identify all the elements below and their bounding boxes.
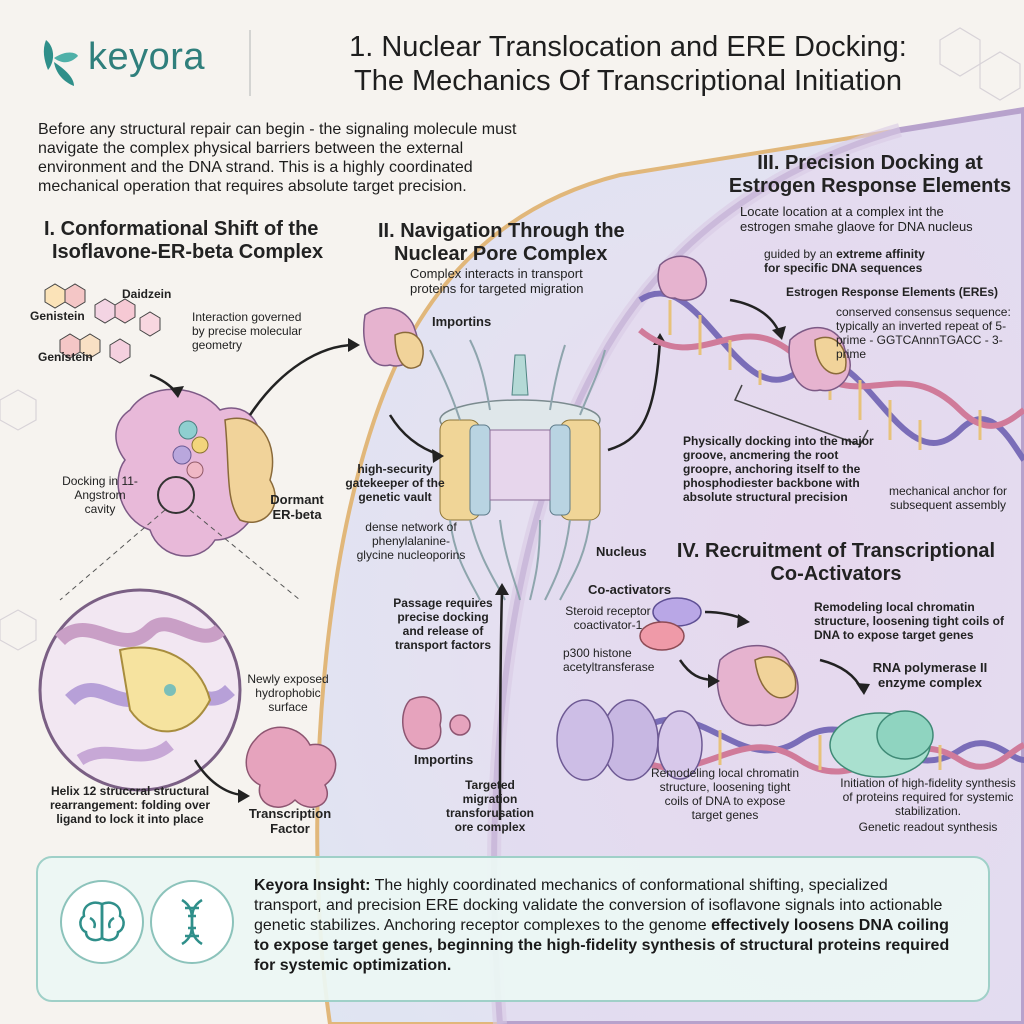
page-title: 1. Nuclear Translocation and ERE Docking… bbox=[268, 30, 988, 98]
nucleus-label: Nucleus bbox=[596, 544, 647, 559]
importins-top-label: Importins bbox=[432, 314, 492, 329]
section-2-title: II. Navigation Through the Nuclear Pore … bbox=[378, 220, 625, 265]
transcription-factor-label: Transcription Factor bbox=[248, 806, 332, 836]
initiation-note: Initiation of high-fidelity synthesis of… bbox=[840, 776, 1016, 818]
genetic-readout-label: Genetic readout synthesis bbox=[858, 820, 998, 834]
coactivators-label: Co-activators bbox=[588, 582, 672, 597]
coactivator-shapes bbox=[639, 597, 799, 727]
nuclear-pore-complex bbox=[429, 339, 606, 601]
importins-bottom-label: Importins bbox=[414, 752, 474, 767]
passage-note: Passage requires precise docking and rel… bbox=[393, 596, 493, 652]
er-beta-protein bbox=[115, 388, 276, 557]
helix-zoom bbox=[38, 588, 242, 792]
genistein-label-b: Genistein bbox=[38, 350, 93, 364]
p300-label: p300 histone acetyltransferase bbox=[563, 646, 655, 674]
section-4-title: IV. Recruitment of Transcriptional Co-Ac… bbox=[676, 540, 996, 585]
section-1-title: I. Conformational Shift of the Isoflavon… bbox=[44, 218, 324, 263]
insight-text: Keyora Insight: The highly coordinated m… bbox=[254, 877, 950, 974]
title-line-2: The Mechanics Of Transcriptional Initiat… bbox=[353, 65, 903, 97]
section-3-title: III. Precision Docking at Estrogen Respo… bbox=[728, 152, 1012, 197]
hydrophobic-note: Newly exposed hydrophobic surface bbox=[247, 672, 329, 714]
affinity-note: guided by an extreme affinity for specif… bbox=[764, 247, 925, 275]
rna-polymerase-label: RNA polymerase II enzyme complex bbox=[872, 660, 988, 690]
brand-logo: keyora bbox=[88, 36, 206, 78]
ere-bound-complex bbox=[788, 326, 851, 392]
isoflavone-molecules bbox=[44, 283, 161, 364]
fg-network-note: dense network of phenylalanine-glycine n… bbox=[356, 520, 466, 562]
physical-docking-note: Physically docking into the major groove… bbox=[683, 434, 874, 504]
ere-label: Estrogen Response Elements (EREs) bbox=[786, 285, 999, 299]
dormant-er-beta-label: Dormant ER-beta bbox=[270, 492, 324, 522]
docking-note: Docking in 11-Angstrom cavity bbox=[62, 474, 138, 516]
section-2-subtitle: Complex interacts in transport proteins … bbox=[410, 266, 584, 296]
rna-polymerase-shape bbox=[829, 710, 934, 778]
remodel-note-bottom: Remodeling local chromatin structure, lo… bbox=[650, 766, 800, 822]
src1-label: Steroid receptor coactivator-1 bbox=[565, 604, 651, 632]
daidzein-label: Daidzein bbox=[122, 287, 172, 301]
mechanical-anchor-note: mechanical anchor for subsequent assembl… bbox=[888, 484, 1008, 512]
consensus-sequence-note: conserved consensus sequence: typically … bbox=[836, 305, 1011, 361]
genistein-label-a: Genistein bbox=[30, 309, 85, 323]
helix-12-note: Helix 12 struccral structural rearrangem… bbox=[49, 784, 211, 826]
remodel-note-top: Remodeling local chromatin structure, lo… bbox=[814, 600, 1005, 642]
logo-mark bbox=[43, 40, 78, 86]
section-3-subtitle: Locate location at a complex int the est… bbox=[740, 204, 973, 234]
transcription-factor-shape bbox=[245, 726, 337, 808]
interaction-note: Interaction governed by precise molecula… bbox=[192, 310, 303, 352]
targeted-migration-note: Targeted migration transforusation ore c… bbox=[445, 778, 534, 834]
gatekeeper-note: high-security gatekeeper of the genetic … bbox=[345, 462, 445, 504]
intro-paragraph: Before any structural repair can begin -… bbox=[38, 121, 517, 195]
nucleosomes bbox=[556, 699, 703, 781]
title-line-1: 1. Nuclear Translocation and ERE Docking… bbox=[349, 31, 907, 63]
dna-icon bbox=[150, 880, 234, 964]
dna-helix-upper bbox=[638, 290, 1024, 462]
importin-shapes bbox=[363, 307, 471, 750]
brain-icon bbox=[60, 880, 144, 964]
